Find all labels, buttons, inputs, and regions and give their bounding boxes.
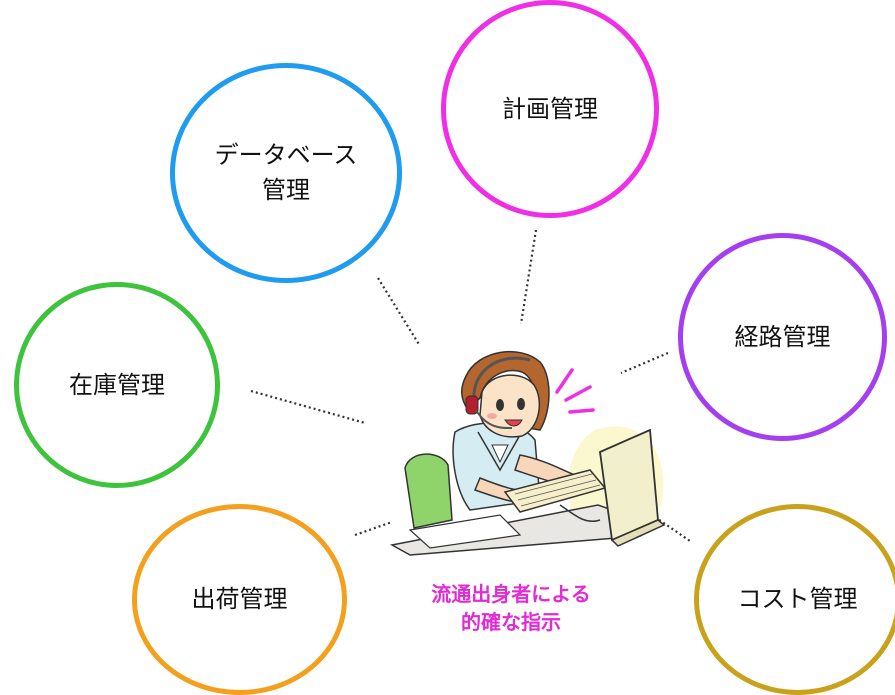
connector-route [620,351,669,375]
node-label-line: 計画管理 [502,94,598,123]
node-database-management: データベース 管理 [170,63,402,283]
node-label: 出荷管理 [192,582,288,617]
connector-db [377,277,421,347]
caption-line: 流通出身者による [431,582,591,606]
node-label: データベース 管理 [215,138,358,208]
connector-cost [654,516,691,542]
caption-line: 的確な指示 [461,610,561,634]
node-label-line: データベース [214,141,358,170]
node-label: 計画管理 [502,92,598,127]
node-label: 在庫管理 [69,368,165,403]
operator-caption: 流通出身者による 的確な指示 [385,580,637,636]
node-inventory-management: 在庫管理 [14,282,220,488]
node-label: 経路管理 [735,320,831,355]
connector-ship [354,520,393,537]
node-route-management: 経路管理 [678,233,887,441]
node-label-line: 経路管理 [734,322,831,351]
node-label-line: 在庫管理 [69,370,165,399]
node-label-line: 出荷管理 [191,585,288,614]
node-plan-management: 計画管理 [441,0,659,218]
node-label: コスト管理 [738,582,858,617]
connector-plan [519,229,538,325]
node-label-line: コスト管理 [737,585,858,614]
node-label-line: 管理 [262,176,310,204]
